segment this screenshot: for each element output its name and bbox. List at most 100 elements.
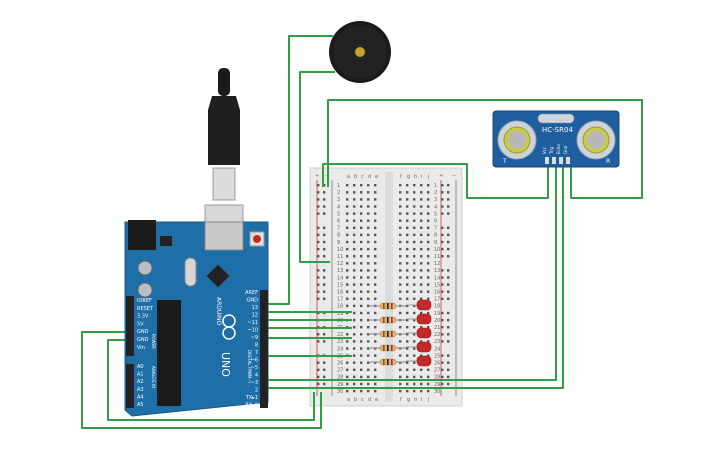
breadboard-hole[interactable] — [360, 375, 363, 379]
rail-hole[interactable] — [317, 340, 320, 343]
rail-hole[interactable] — [323, 283, 326, 286]
breadboard-hole[interactable] — [353, 368, 356, 371]
rail-hole[interactable] — [441, 290, 444, 293]
rail-hole[interactable] — [447, 333, 450, 336]
breadboard-hole[interactable] — [413, 276, 416, 279]
breadboard-hole[interactable] — [374, 233, 377, 237]
breadboard-hole[interactable] — [353, 340, 356, 343]
breadboard-hole[interactable] — [399, 184, 402, 187]
breadboard-hole[interactable] — [374, 212, 377, 215]
rail-hole[interactable] — [447, 311, 450, 315]
rail-hole[interactable] — [441, 382, 444, 386]
breadboard-hole[interactable] — [406, 219, 409, 222]
breadboard-hole[interactable] — [346, 205, 349, 208]
breadboard-hole[interactable] — [367, 333, 370, 336]
breadboard-hole[interactable] — [399, 191, 402, 194]
breadboard-hole[interactable] — [399, 276, 402, 279]
breadboard-hole[interactable] — [399, 382, 402, 386]
rail-hole[interactable] — [323, 375, 326, 379]
breadboard-hole[interactable] — [374, 283, 377, 286]
breadboard-hole[interactable] — [374, 276, 377, 279]
rail-hole[interactable] — [447, 184, 450, 187]
breadboard-hole[interactable] — [374, 269, 377, 272]
breadboard-hole[interactable] — [360, 297, 363, 300]
breadboard-hole[interactable] — [367, 354, 370, 357]
wire-buzzer-to-gnd[interactable] — [299, 71, 335, 263]
breadboard-hole[interactable] — [353, 219, 356, 222]
rail-hole[interactable] — [441, 247, 444, 251]
breadboard-hole[interactable] — [427, 233, 430, 237]
rail-hole[interactable] — [441, 255, 444, 258]
breadboard-hole[interactable] — [406, 233, 409, 237]
breadboard-hole[interactable] — [399, 205, 402, 208]
breadboard-hole[interactable] — [427, 283, 430, 286]
rail-hole[interactable] — [447, 375, 450, 379]
breadboard-hole[interactable] — [399, 311, 402, 315]
breadboard-hole[interactable] — [367, 276, 370, 279]
piezo-buzzer-icon[interactable] — [329, 21, 391, 83]
breadboard-hole[interactable] — [427, 212, 430, 215]
breadboard-hole[interactable] — [367, 389, 370, 393]
breadboard-hole[interactable] — [367, 262, 370, 265]
breadboard-hole[interactable] — [367, 382, 370, 386]
breadboard-hole[interactable] — [353, 389, 356, 393]
rail-hole[interactable] — [323, 233, 326, 237]
breadboard-hole[interactable] — [406, 297, 409, 300]
breadboard-hole[interactable] — [399, 375, 402, 379]
breadboard-hole[interactable] — [427, 247, 430, 251]
breadboard-hole[interactable] — [413, 212, 416, 215]
breadboard-hole[interactable] — [406, 368, 409, 371]
rail-hole[interactable] — [323, 269, 326, 272]
wire-buzzer-to-pin13[interactable] — [268, 35, 333, 305]
breadboard-hole[interactable] — [420, 219, 423, 222]
breadboard-hole[interactable] — [346, 333, 349, 336]
breadboard-hole[interactable] — [413, 340, 416, 343]
rail-hole[interactable] — [317, 382, 320, 386]
breadboard-hole[interactable] — [360, 219, 363, 222]
breadboard-hole[interactable] — [374, 262, 377, 265]
breadboard-hole[interactable] — [367, 368, 370, 371]
breadboard-hole[interactable] — [406, 340, 409, 343]
breadboard-hole[interactable] — [420, 389, 423, 393]
rail-hole[interactable] — [317, 184, 320, 187]
breadboard-hole[interactable] — [360, 233, 363, 237]
breadboard-hole[interactable] — [360, 311, 363, 315]
breadboard-hole[interactable] — [374, 290, 377, 293]
breadboard-hole[interactable] — [353, 276, 356, 279]
breadboard-hole[interactable] — [360, 212, 363, 215]
breadboard-hole[interactable] — [353, 297, 356, 300]
breadboard-hole[interactable] — [367, 318, 370, 322]
breadboard-hole[interactable] — [399, 389, 402, 393]
breadboard-hole[interactable] — [367, 340, 370, 343]
breadboard-hole[interactable] — [413, 219, 416, 222]
breadboard-hole[interactable] — [406, 347, 409, 350]
breadboard-hole[interactable] — [427, 184, 430, 187]
breadboard-hole[interactable] — [427, 269, 430, 272]
breadboard-hole[interactable] — [427, 255, 430, 258]
rail-hole[interactable] — [447, 297, 450, 300]
breadboard-hole[interactable] — [399, 233, 402, 237]
sensor-pin-trig[interactable] — [552, 157, 556, 164]
breadboard-hole[interactable] — [346, 184, 349, 187]
breadboard-hole[interactable] — [367, 269, 370, 272]
breadboard-hole[interactable] — [353, 318, 356, 322]
breadboard-hole[interactable] — [360, 184, 363, 187]
rail-hole[interactable] — [447, 269, 450, 272]
sensor-pin-gnd[interactable] — [566, 157, 570, 164]
breadboard-hole[interactable] — [353, 184, 356, 187]
breadboard-hole[interactable] — [420, 255, 423, 258]
breadboard-hole[interactable] — [360, 318, 363, 322]
breadboard-hole[interactable] — [367, 191, 370, 194]
ultrasonic-sensor[interactable]: HC-SR04 T R Vcc Trig Echo Gnd — [492, 110, 620, 168]
breadboard-hole[interactable] — [413, 198, 416, 201]
resistor[interactable] — [370, 330, 406, 338]
resistor[interactable] — [370, 344, 406, 352]
breadboard-hole[interactable] — [427, 290, 430, 293]
breadboard-hole[interactable] — [406, 333, 409, 336]
breadboard-hole[interactable] — [413, 361, 416, 364]
rail-hole[interactable] — [447, 205, 450, 208]
breadboard-hole[interactable] — [346, 219, 349, 222]
breadboard-hole[interactable] — [353, 290, 356, 293]
rail-hole[interactable] — [447, 340, 450, 343]
breadboard-hole[interactable] — [413, 333, 416, 336]
